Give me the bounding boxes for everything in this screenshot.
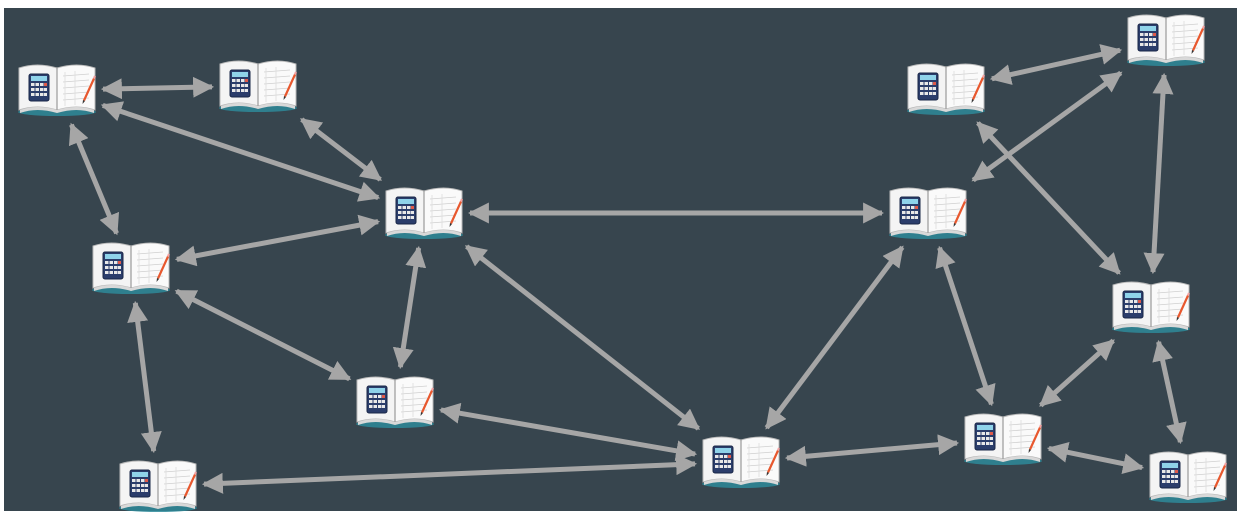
- ledger-book-calculator-pencil-icon: [17, 64, 97, 117]
- edge-n12-n13: [1046, 441, 1145, 475]
- ledger-book-calculator-pencil-icon: [218, 60, 298, 113]
- node-n7[interactable]: [701, 436, 781, 489]
- edge-n1-n4: [68, 122, 120, 236]
- edge-n5-n7: [438, 402, 698, 462]
- edge-n9-n11: [976, 121, 1121, 275]
- node-n10[interactable]: [1126, 14, 1206, 67]
- edge-n1-n2: [100, 76, 215, 100]
- node-n6[interactable]: [118, 460, 198, 513]
- ledger-book-calculator-pencil-icon: [355, 376, 435, 429]
- node-n12[interactable]: [963, 413, 1043, 466]
- node-n9[interactable]: [906, 63, 986, 116]
- edge-n3-n4: [174, 214, 381, 267]
- edge-n1-n3: [100, 101, 381, 202]
- node-n13[interactable]: [1148, 451, 1228, 504]
- edge-n7-n12: [784, 434, 960, 467]
- ledger-book-calculator-pencil-icon: [118, 460, 198, 513]
- edge-n8-n12: [935, 245, 996, 407]
- ledger-book-calculator-pencil-icon: [1148, 451, 1228, 504]
- edge-n7-n6: [201, 454, 698, 494]
- edge-n8-n10: [971, 70, 1123, 183]
- ledger-book-calculator-pencil-icon: [1111, 281, 1191, 334]
- edge-n4-n5: [174, 288, 352, 382]
- edge-n3-n5: [392, 245, 427, 370]
- node-n11[interactable]: [1111, 281, 1191, 334]
- node-n5[interactable]: [355, 376, 435, 429]
- ledger-book-calculator-pencil-icon: [888, 187, 968, 240]
- edge-n4-n6: [127, 300, 162, 454]
- edge-n9-n10: [989, 44, 1123, 85]
- node-n4[interactable]: [91, 242, 171, 295]
- edges-layer: [68, 44, 1187, 494]
- ledger-book-calculator-pencil-icon: [91, 242, 171, 295]
- edge-n2-n3: [300, 117, 382, 182]
- edge-n7-n8: [764, 245, 905, 430]
- ledger-book-calculator-pencil-icon: [1126, 14, 1206, 67]
- edge-n11-n13: [1152, 339, 1187, 445]
- node-n2[interactable]: [218, 60, 298, 113]
- ledger-book-calculator-pencil-icon: [701, 436, 781, 489]
- edge-n10-n11: [1143, 72, 1174, 275]
- node-n3[interactable]: [384, 187, 464, 240]
- ledger-book-calculator-pencil-icon: [906, 63, 986, 116]
- ledger-book-calculator-pencil-icon: [963, 413, 1043, 466]
- edge-n11-n12: [1039, 338, 1115, 408]
- edge-n3-n7: [464, 244, 701, 431]
- node-n1[interactable]: [17, 64, 97, 117]
- node-n8[interactable]: [888, 187, 968, 240]
- ledger-book-calculator-pencil-icon: [384, 187, 464, 240]
